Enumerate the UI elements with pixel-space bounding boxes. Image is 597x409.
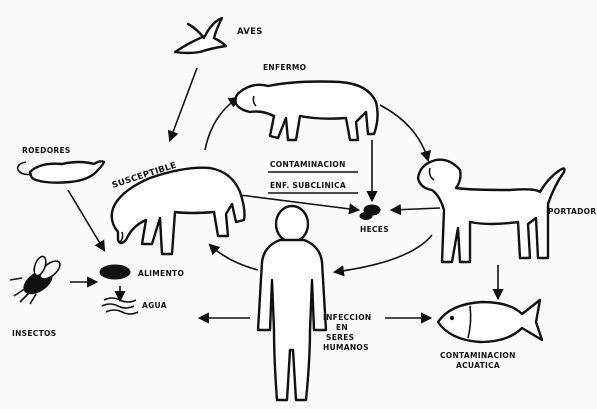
label-infeccion-line1: INFECCION	[323, 313, 371, 322]
label-agua: AGUA	[142, 301, 167, 310]
feces-icon	[360, 205, 380, 220]
arrow-aves-to-susceptible	[170, 68, 197, 140]
arrow-human-to-susceptible	[210, 245, 258, 270]
label-infeccion-line2: EN	[336, 323, 348, 332]
label-enfermo: ENFERMO	[263, 63, 306, 72]
water-icon	[102, 298, 138, 314]
label-contaminacion: CONTAMINACION	[270, 160, 346, 169]
label-infeccion-line4: HUMANOS	[323, 343, 369, 352]
sick-dog-figure	[236, 82, 378, 141]
label-contaminacion-acuatica-line1: CONTAMINACION	[440, 351, 516, 360]
label-enf-subclinica: ENF. SUBCLINICA	[270, 181, 346, 190]
food-icon	[100, 265, 130, 279]
label-infeccion-line3: SERES	[326, 333, 354, 342]
fish-icon	[438, 300, 542, 342]
label-insectos: INSECTOS	[12, 329, 56, 338]
arrow-roedores-to-alimento	[68, 190, 104, 250]
human-figure	[258, 206, 326, 400]
label-contaminacion-acuatica-line2: ACUATICA	[456, 361, 500, 370]
label-portador: PORTADOR	[548, 207, 596, 216]
label-heces: HECES	[360, 225, 389, 234]
arrow-enfermo-to-portador	[380, 105, 428, 160]
arrow-portador-to-human	[335, 235, 432, 272]
arrow-susceptible-to-enfermo	[205, 98, 238, 150]
carrier-dog-figure	[418, 160, 565, 262]
bird-icon	[175, 18, 226, 53]
label-aves: AVES	[237, 27, 263, 37]
arrow-portador-to-heces	[392, 208, 440, 210]
fly-icon	[10, 255, 63, 304]
label-alimento: ALIMENTO	[138, 269, 184, 278]
label-roedores: ROEDORES	[22, 146, 71, 155]
rodent-icon	[18, 161, 104, 182]
